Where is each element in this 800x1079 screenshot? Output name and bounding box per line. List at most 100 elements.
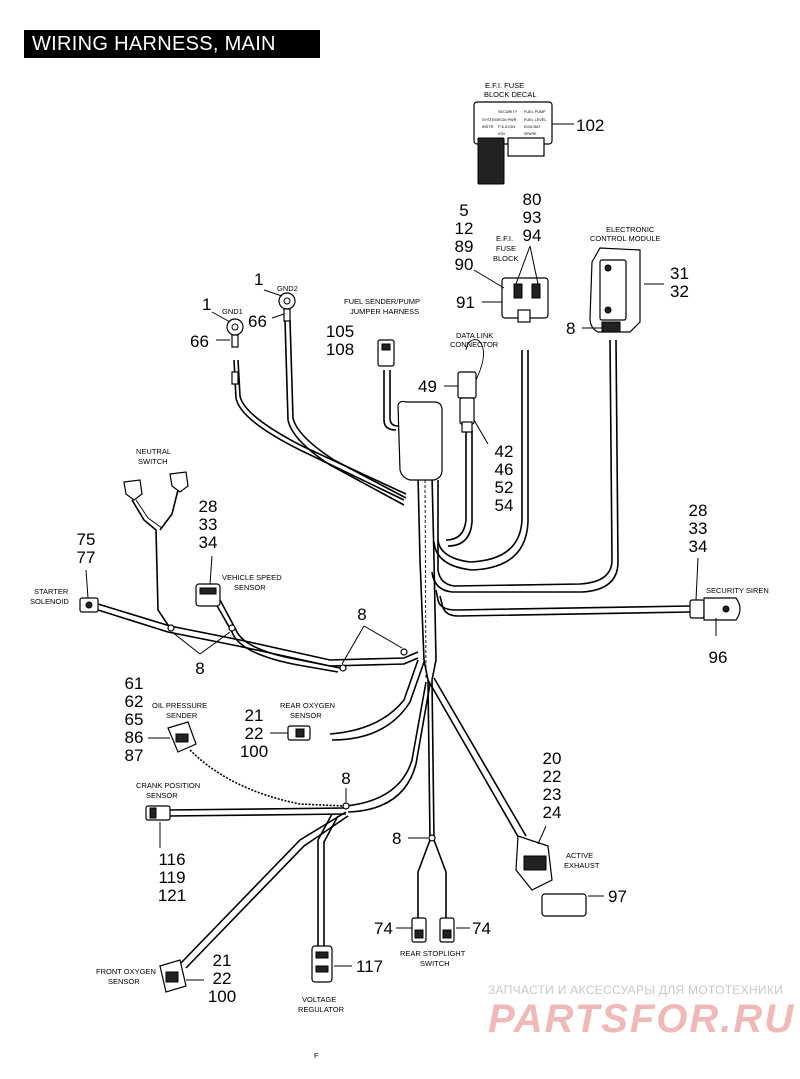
callout-74-right: 74 [472,919,491,938]
callout-number: 91 [456,293,475,312]
label-crank-position-sensor: SENSOR [146,791,178,800]
callout-number: 28 [689,501,708,520]
decal-text: FUEL PUMP [524,110,546,114]
oil-pressure-sender [167,721,197,753]
decal-text: SECURITY [498,110,518,114]
ground-ring-gnd1 [226,318,244,385]
callout-number: 23 [543,785,562,804]
callout-number: 21 [245,706,264,725]
callout-number: 86 [125,728,144,747]
callout-number: 28 [199,497,218,516]
callout-number: 8 [195,659,204,678]
callout-number: 1 [254,270,263,289]
efi-fuse-block [501,277,549,323]
watermark-tagline: ЗАПЧАСТИ И АКСЕССУАРЫ ДЛЯ МОТОТЕХНИКИ [488,983,784,997]
callout-number: 74 [374,919,393,938]
label-neutral-switch: SWITCH [138,457,168,466]
callout-number: 74 [472,919,491,938]
callout-number: 49 [418,377,437,396]
callout-number: 33 [199,515,218,534]
callout-number: 54 [495,496,514,515]
callout-number: 66 [248,312,267,331]
label-efi-fuse-block: E.F.I. [496,234,513,243]
callout-number: 75 [77,530,96,549]
watermark-brand: PARTSFOR.RU [488,997,796,1041]
callout-number: 80 [523,190,542,209]
leader-lines [85,123,717,981]
callout-1-gnd1: 1 [202,295,211,314]
callout-number: 1 [202,295,211,314]
active-exhaust-actuator [515,835,587,917]
electronic-control-module [589,247,641,333]
label-electronic-control-module: ELECTRONIC [606,225,655,234]
page-title: WIRING HARNESS, MAIN [24,30,320,58]
callout-number: 77 [77,548,96,567]
label-data-link-connector: CONNECTOR [450,340,499,349]
callout-8-right-clips: 8 [357,605,366,624]
callout-number: 22 [543,767,562,786]
callout-number: 100 [208,987,236,1006]
security-siren [689,597,741,621]
callout-number: 22 [213,969,232,988]
decal-text: SPARE [524,132,537,136]
callout-number: 20 [543,749,562,768]
harness-junction-housing [397,400,443,481]
label-neutral-switch: NEUTRAL [136,447,171,456]
label-voltage-regulator: VOLTAGE [302,995,336,1004]
label-efi-fuse-block-decal: E.F.I. FUSE [485,81,524,90]
data-link-connector [457,371,477,433]
callout-number: 22 [245,724,264,743]
callout-number: 8 [566,319,575,338]
label-rear-oxygen-sensor: REAR OXYGEN [280,701,335,710]
decal-text: P & A IGN [498,125,515,129]
callout-number: 12 [455,219,474,238]
label-front-oxygen-sensor: FRONT OXYGEN [96,967,156,976]
callout-number: 52 [495,478,514,497]
callout-number: 5 [459,201,468,220]
callout-number: 32 [670,282,689,301]
callout-number: 8 [357,605,366,624]
callout-number: 89 [455,237,474,256]
label-data-link-connector: DATA LINK [456,331,493,340]
label-efi-fuse-block: FUSE [496,244,516,253]
callout-number: 90 [455,255,474,274]
callout-49: 49 [418,377,437,396]
label-gnd1: GND1 [222,307,243,316]
callout-97: 97 [608,887,627,906]
callout-8-left-clips: 8 [195,659,204,678]
callout-number: 121 [158,886,186,905]
label-vehicle-speed-sensor: VEHICLE SPEED [222,573,282,582]
label-efi-fuse-block-decal: BLOCK DECAL [484,90,537,99]
cable-clips [167,624,436,842]
label-efi-fuse-block: BLOCK [493,254,518,263]
rear-oxygen-sensor [287,725,311,741]
callout-number: 33 [689,519,708,538]
label-oil-pressure-sender: SENDER [166,711,198,720]
label-rear-stoplight-switch: REAR STOPLIGHT [400,949,466,958]
harness-wires [97,319,691,969]
callout-8-crank-clip: 8 [341,769,350,788]
callout-number: 8 [392,829,401,848]
decal-text: INSTR [482,125,494,129]
ground-ring-gnd2 [278,292,296,322]
callout-8-stoplight-clip: 8 [392,829,401,848]
label-starter-solenoid: STARTER [34,587,69,596]
label-oil-pressure-sender: OIL PRESSURE [152,701,207,710]
callout-74-left: 74 [374,919,393,938]
decal-text: IGN [498,132,505,136]
decal-text: FUEL LEVEL [524,118,546,122]
callout-117: 117 [356,957,383,976]
label-electronic-control-module: CONTROL MODULE [590,234,661,243]
callout-number: 119 [158,868,185,887]
callout-number: 102 [576,116,604,135]
neutral-switch [123,471,189,501]
